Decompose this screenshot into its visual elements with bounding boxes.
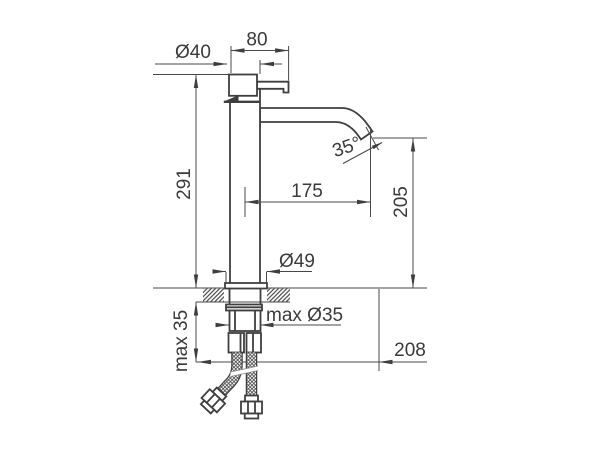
dim-label-spout-reach: 175 (291, 181, 323, 202)
hose-connector-left (227, 332, 245, 354)
flex-hose-left (217, 352, 243, 396)
hose-nut-right (240, 394, 263, 420)
dimension-body-diameter: Ø40 (155, 42, 282, 74)
dimension-spout-reach: 175 (244, 127, 371, 217)
dimension-base-diameter: Ø49 (212, 251, 315, 283)
dim-label-deck-thickness: max 35 (171, 310, 192, 372)
dimension-deck-thickness: max 35 (171, 302, 199, 372)
hose-nut-left (199, 386, 228, 415)
faucet-figure (223, 73, 374, 354)
dimension-body-height: 291 (153, 74, 229, 288)
dim-label-body-diameter: Ø40 (175, 42, 211, 63)
dim-label-spout-width: 80 (246, 30, 267, 51)
dim-label-body-height: 291 (174, 168, 195, 200)
handle-skirt (223, 95, 239, 102)
spout (259, 107, 374, 141)
counter-hatch-left (203, 288, 224, 302)
dimension-spout-height: 205 (373, 137, 427, 288)
hose-break-mark (230, 365, 259, 377)
counter-hatch-right (267, 288, 290, 302)
dim-label-base-diameter: Ø49 (279, 251, 315, 272)
dimension-spout-width: 80 (230, 30, 290, 81)
faucet-body (230, 90, 260, 283)
base-flange (224, 282, 268, 290)
mounting-surface (153, 287, 427, 303)
handle-lever (256, 80, 290, 94)
dim-label-hose-reach: 208 (394, 340, 426, 361)
threaded-shank (228, 309, 262, 332)
dim-label-spout-height: 205 (391, 186, 412, 218)
dim-label-mount-hole: max Ø35 (266, 305, 343, 326)
dimension-mount-hole: max Ø35 (215, 305, 343, 328)
dimension-spout-angle: 35° (330, 126, 383, 164)
handle-cap (228, 73, 258, 97)
